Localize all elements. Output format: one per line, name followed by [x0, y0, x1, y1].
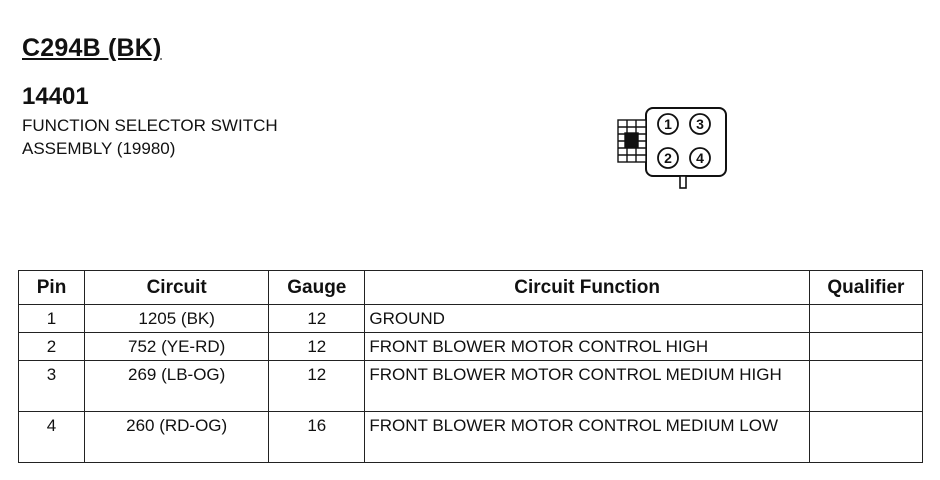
connector-face-diagram: 1 3 2 4: [617, 107, 727, 189]
pin-circles: [657, 113, 711, 169]
cell-qualifier: [808, 332, 924, 361]
cell-qualifier: [808, 411, 924, 463]
cell-qualifier: [808, 304, 924, 333]
cell-gauge: 12: [268, 332, 366, 361]
cell-function: FRONT BLOWER MOTOR CONTROL HIGH: [364, 332, 810, 361]
cell-function: FRONT BLOWER MOTOR CONTROL MEDIUM LOW: [364, 411, 810, 463]
description-line-1: FUNCTION SELECTOR SWITCH: [22, 116, 278, 135]
component-description: FUNCTION SELECTOR SWITCH ASSEMBLY (19980…: [22, 114, 278, 160]
pin-circle-1: [657, 113, 679, 135]
table-header-row: Pin Circuit Gauge Circuit Function Quali…: [17, 270, 924, 305]
pin-label-3: 3: [696, 116, 704, 132]
cell-gauge: 12: [268, 304, 366, 333]
table-row: 1 1205 (BK) 12 GROUND: [17, 304, 924, 333]
cell-function: FRONT BLOWER MOTOR CONTROL MEDIUM HIGH: [364, 360, 810, 412]
header-circuit-function: Circuit Function: [364, 270, 810, 305]
description-line-2: ASSEMBLY (19980): [22, 139, 176, 158]
cell-pin: 4: [17, 411, 86, 463]
connector-latch-grid: [617, 119, 647, 163]
cell-circuit: 260 (RD-OG): [84, 411, 270, 463]
header-pin: Pin: [17, 270, 86, 305]
cell-circuit: 269 (LB-OG): [84, 360, 270, 412]
cell-pin: 1: [17, 304, 86, 333]
pin-label-2: 2: [664, 150, 672, 166]
connector-body: [645, 107, 727, 177]
cell-function: GROUND: [364, 304, 810, 333]
cell-circuit: 1205 (BK): [84, 304, 270, 333]
connector-id-title: C294B (BK): [22, 34, 162, 62]
connector-key-tab: [679, 175, 687, 189]
cell-pin: 2: [17, 332, 86, 361]
cell-gauge: 12: [268, 360, 366, 412]
cell-pin: 3: [17, 360, 86, 412]
table-row: 2 752 (YE-RD) 12 FRONT BLOWER MOTOR CONT…: [17, 332, 924, 361]
pin-circle-4: [689, 147, 711, 169]
pin-label-4: 4: [696, 150, 704, 166]
pin-circle-3: [689, 113, 711, 135]
pin-table: Pin Circuit Gauge Circuit Function Quali…: [17, 270, 924, 463]
table-row: 4 260 (RD-OG) 16 FRONT BLOWER MOTOR CONT…: [17, 411, 924, 463]
pin-circle-2: [657, 147, 679, 169]
header-gauge: Gauge: [268, 270, 366, 305]
cell-circuit: 752 (YE-RD): [84, 332, 270, 361]
header-qualifier: Qualifier: [808, 270, 924, 305]
cell-gauge: 16: [268, 411, 366, 463]
part-number: 14401: [22, 83, 89, 110]
header-circuit: Circuit: [84, 270, 270, 305]
pin-label-1: 1: [664, 116, 672, 132]
cell-qualifier: [808, 360, 924, 412]
table-row: 3 269 (LB-OG) 12 FRONT BLOWER MOTOR CONT…: [17, 360, 924, 412]
